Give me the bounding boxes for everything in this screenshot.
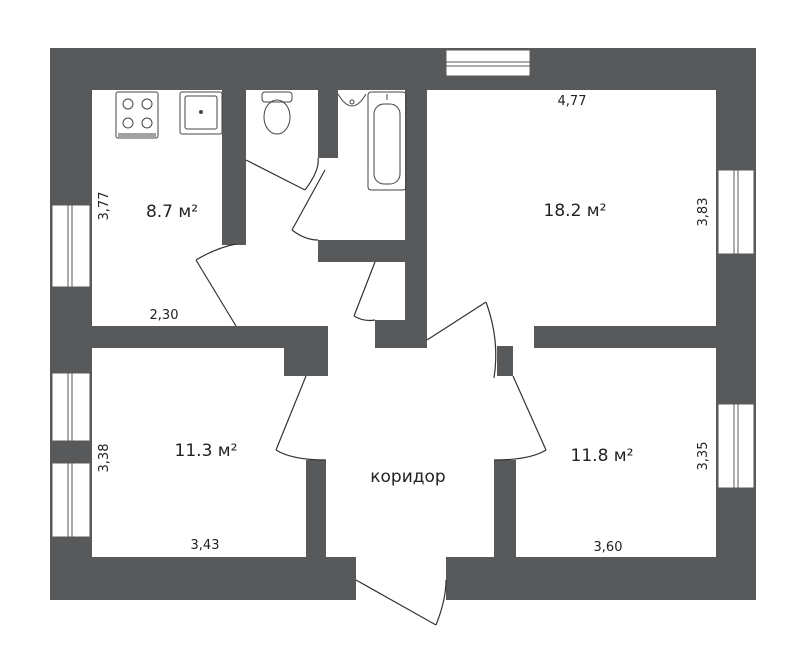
window-bedroom-left-2 bbox=[51, 462, 91, 538]
bedroom-left-area-label: 11.3 м² bbox=[175, 441, 238, 461]
living-depth-label: 3,83 bbox=[696, 198, 711, 227]
bedroom-left-depth-label: 3,38 bbox=[97, 444, 112, 473]
stove-icon bbox=[115, 91, 159, 139]
wall-corridor-stub bbox=[375, 320, 405, 348]
bathtub-icon bbox=[367, 91, 407, 191]
outer-wall-top bbox=[50, 48, 756, 90]
door-wc bbox=[245, 157, 319, 191]
bedroom-right-depth-label: 3,35 bbox=[696, 442, 711, 471]
wall-corridor-left bbox=[306, 460, 326, 557]
kitchen-width-label: 2,30 bbox=[150, 308, 179, 323]
toilet-icon bbox=[261, 91, 293, 135]
outer-wall-right bbox=[716, 48, 756, 600]
entrance-opening bbox=[356, 557, 446, 600]
kitchen-area-label: 8.7 м² bbox=[146, 202, 198, 222]
living-area-label: 18.2 м² bbox=[544, 201, 607, 221]
wall-wc-bath bbox=[318, 90, 338, 158]
window-bedroom-right bbox=[717, 403, 755, 489]
door-living bbox=[426, 301, 497, 379]
wall-kitchen-right bbox=[222, 90, 246, 245]
washbasin-icon bbox=[337, 93, 367, 107]
corridor-label: коридор bbox=[370, 467, 445, 487]
wall-left-mid bbox=[236, 326, 328, 348]
bedroom-right-area-label: 11.8 м² bbox=[571, 446, 634, 466]
door-bedroom-left bbox=[275, 375, 327, 461]
kitchen-depth-label: 3,77 bbox=[97, 192, 112, 221]
window-living bbox=[717, 169, 755, 255]
door-kitchen bbox=[195, 243, 237, 327]
door-bedroom-right bbox=[493, 375, 547, 461]
door-bath bbox=[291, 169, 326, 241]
wall-left-mid-post bbox=[284, 346, 328, 376]
window-kitchen bbox=[51, 204, 91, 288]
wall-bath-living bbox=[405, 90, 427, 348]
wall-bath-bottom bbox=[318, 240, 405, 262]
bedroom-right-width-label: 3,60 bbox=[594, 540, 623, 555]
window-top bbox=[445, 49, 531, 77]
window-bedroom-left-1 bbox=[51, 372, 91, 442]
sink-icon bbox=[179, 91, 223, 135]
wall-living-bottom bbox=[534, 326, 716, 348]
wall-right-mid-post bbox=[497, 346, 513, 376]
living-width-label: 4,77 bbox=[558, 94, 587, 109]
bedroom-left-width-label: 3,43 bbox=[191, 538, 220, 553]
wall-corridor-right bbox=[494, 460, 516, 557]
door-corridor-closet bbox=[353, 261, 376, 322]
door-entrance bbox=[355, 579, 447, 626]
wall-kitchen-bottom bbox=[92, 326, 240, 348]
